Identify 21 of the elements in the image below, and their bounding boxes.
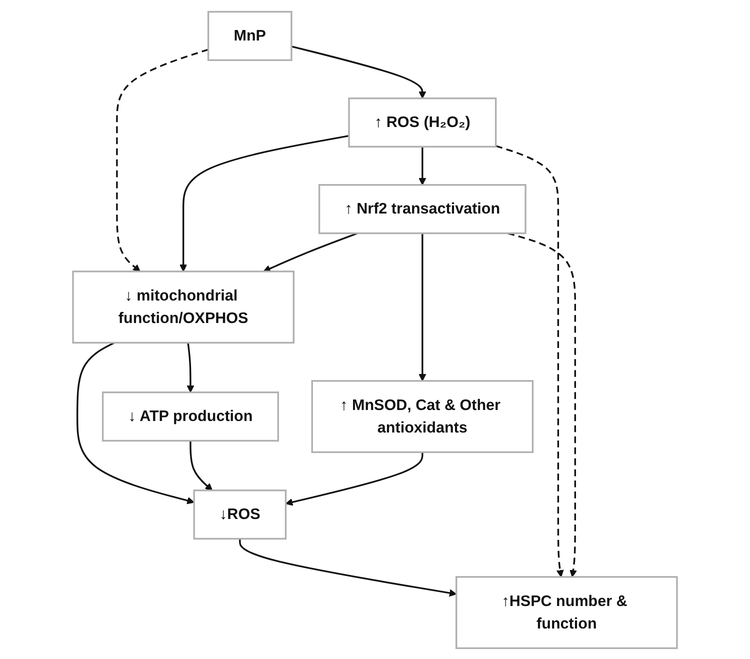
arrow (186, 342, 194, 392)
arrow (190, 440, 213, 490)
arrow (508, 232, 577, 577)
node-box: MnP (207, 10, 292, 60)
node-box: ↓ROS (193, 489, 287, 540)
arrow (285, 452, 424, 506)
arrow (418, 146, 426, 185)
node-box: ↑ ROS (H₂O₂) (348, 97, 497, 148)
node-box: ↓ mitochondrial function/OXPHOS (72, 270, 294, 344)
arrow (116, 48, 209, 272)
arrow (180, 134, 350, 272)
arrow (239, 538, 457, 596)
node-box: ↑ MnSOD, Cat & Other antioxidants (311, 380, 534, 453)
arrow (263, 232, 358, 272)
arrow (76, 341, 194, 504)
arrow (496, 144, 564, 577)
arrow (418, 232, 426, 381)
node-box: ↑HSPC number & function (456, 576, 678, 649)
node-box: ↑ Nrf2 transactivation (318, 184, 526, 234)
node-box: ↓ ATP production (102, 391, 279, 442)
arrow (291, 45, 426, 98)
